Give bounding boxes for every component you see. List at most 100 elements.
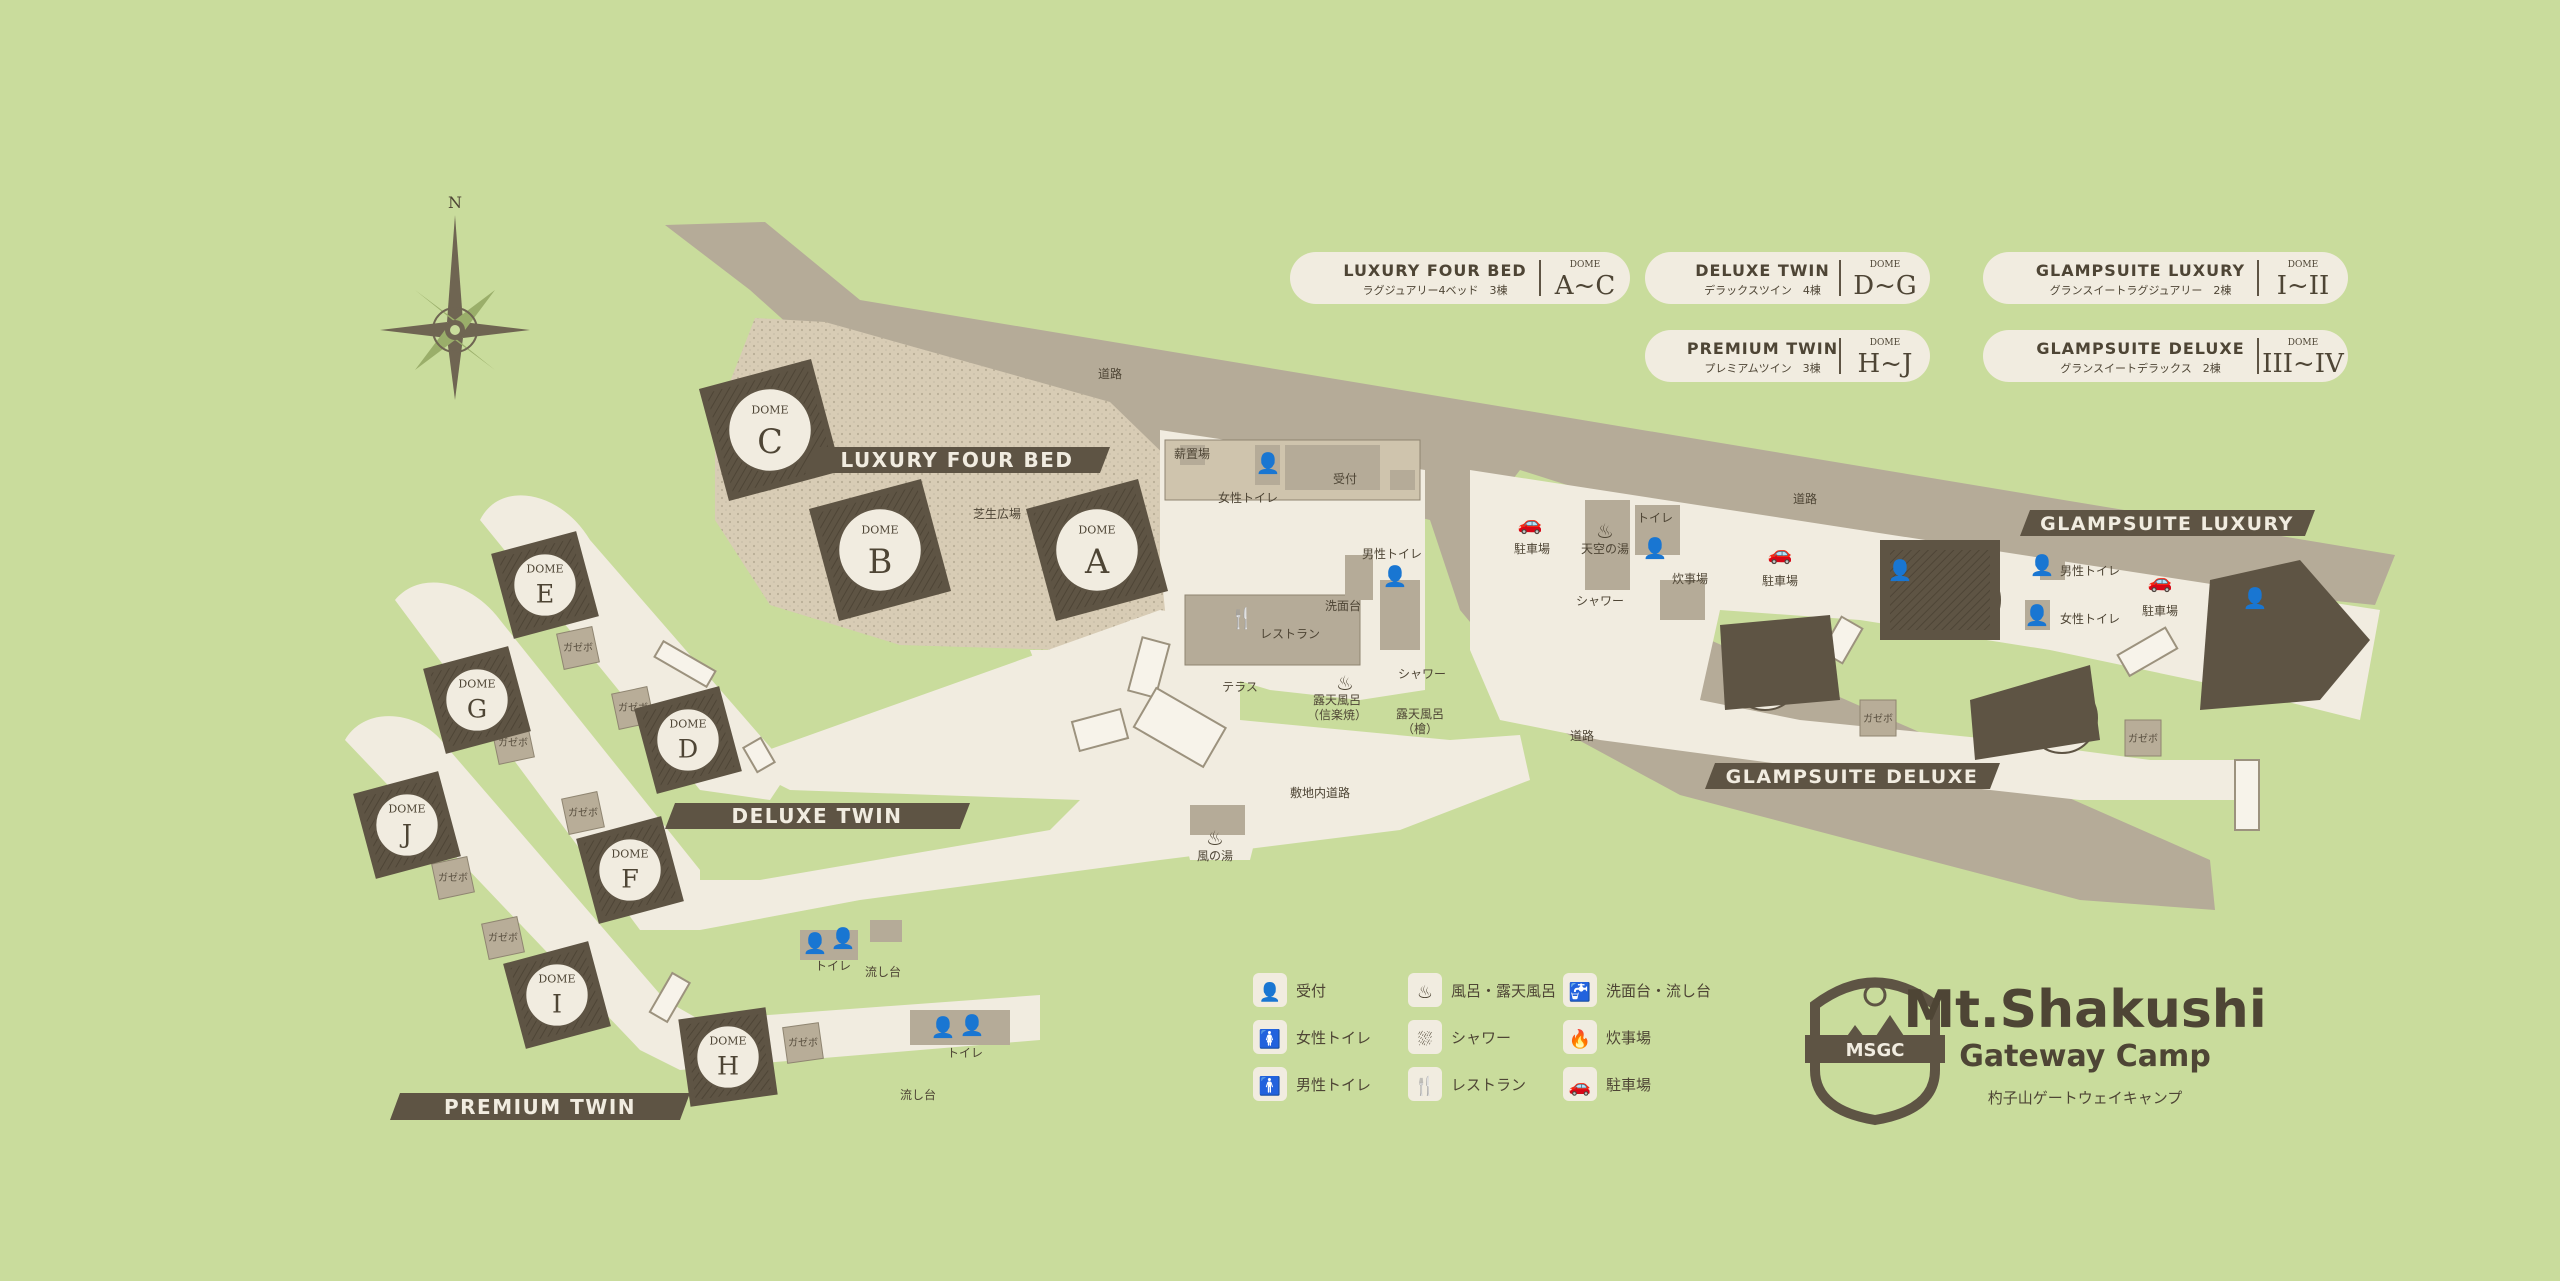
dome-letter: D bbox=[678, 733, 698, 763]
facility-legend-item: ⛆シャワー bbox=[1408, 1020, 1511, 1054]
person-icon: 👤 bbox=[2025, 603, 2050, 627]
dome-letter: H bbox=[717, 1050, 739, 1080]
hot-spring-icon: ♨ bbox=[1596, 519, 1614, 543]
dome-label: DOME bbox=[709, 1034, 746, 1047]
shower-icon: ⛆ bbox=[1418, 1029, 1432, 1050]
compass-rose: N bbox=[380, 193, 530, 400]
dome-label: DOME bbox=[526, 562, 563, 575]
logo-title-line2: Gateway Camp bbox=[1959, 1039, 2211, 1074]
dome-label: DOME bbox=[611, 847, 648, 860]
terrace-label: テラス bbox=[1222, 680, 1258, 694]
gazebo-label: ガゼボ bbox=[568, 807, 598, 819]
men-toilet-icon: 🚹 bbox=[1259, 1075, 1281, 1097]
unit-sub: ラグジュアリー4ベッド 3棟 bbox=[1362, 283, 1507, 297]
unit-name: GLAMPSUITE LUXURY bbox=[2036, 261, 2245, 280]
facility-legend-label: 風呂・露天風呂 bbox=[1451, 982, 1556, 1000]
hot-spring-icon: ♨ bbox=[1336, 671, 1354, 695]
unit-range: III~IV bbox=[2262, 349, 2345, 379]
unit-name: GLAMPSUITE DELUXE bbox=[2036, 339, 2244, 358]
dome-label: DOME bbox=[458, 677, 495, 690]
gazebo-label: ガゼボ bbox=[488, 932, 518, 944]
car-icon: 🚗 bbox=[2148, 569, 2173, 593]
dome-letter: J bbox=[399, 818, 412, 848]
facility-legend-item: ♨風呂・露天風呂 bbox=[1408, 973, 1556, 1007]
facility-legend-item: 🚺 女性トイレ bbox=[1253, 1020, 1371, 1054]
facility-legend-item: 🚰洗面台・流し台 bbox=[1563, 973, 1711, 1007]
gazebo-label: ガゼボ bbox=[498, 737, 528, 749]
parking-icon: 🚗 bbox=[1569, 1076, 1591, 1097]
facility-legend-item: 👤受付 bbox=[1253, 973, 1326, 1007]
storage-label: 薪置場 bbox=[1174, 447, 1210, 461]
sink-label: 流し台 bbox=[900, 1087, 936, 1102]
kaze-no-yu-label: 風の湯 bbox=[1197, 849, 1233, 863]
facility-legend-label: 受付 bbox=[1296, 982, 1326, 1000]
facility-legend-label: 男性トイレ bbox=[1296, 1076, 1371, 1094]
compass-north-label: N bbox=[448, 193, 462, 212]
facility-legend-item: 🚗駐車場 bbox=[1563, 1067, 1651, 1101]
person-icon: 👤 bbox=[1888, 558, 1913, 582]
unit-range: I~II bbox=[2277, 271, 2330, 301]
toilet-label: トイレ bbox=[815, 959, 851, 973]
unit-dome-label: DOME bbox=[1570, 260, 1600, 270]
dome-label: DOME bbox=[538, 972, 575, 985]
facility-legend-label: レストラン bbox=[1451, 1076, 1526, 1094]
banner-premium-twin: PREMIUM TWIN bbox=[390, 1093, 690, 1120]
banner-luxury-four-bed: LUXURY FOUR BED bbox=[805, 447, 1110, 473]
person-icon: 👤 bbox=[1256, 451, 1281, 475]
tenku-no-yu-label: 天空の湯 bbox=[1581, 542, 1629, 556]
shower-label: シャワー bbox=[1576, 594, 1624, 608]
parking-label: 駐車場 bbox=[1514, 541, 1550, 556]
buildings bbox=[800, 439, 2065, 1045]
unit-dome-label: DOME bbox=[1870, 338, 1900, 348]
toilet-label: トイレ bbox=[1637, 511, 1673, 525]
logo-title-line1: Mt.Shakushi bbox=[1903, 980, 2266, 1040]
glampsuite-buildings bbox=[1720, 540, 2370, 760]
person-icon: 👤 bbox=[1383, 564, 1408, 588]
person-icon: 👤 bbox=[931, 1015, 956, 1039]
unit-sub: デラックスツイン 4棟 bbox=[1704, 283, 1821, 297]
facility-legend-label: 女性トイレ bbox=[1296, 1029, 1371, 1047]
unit-range: H~J bbox=[1858, 349, 1913, 379]
gazebo-label: ガゼボ bbox=[1863, 713, 1893, 725]
dome-g[interactable]: DOME G bbox=[423, 646, 531, 754]
person-icon: 👤 bbox=[960, 1013, 985, 1037]
facility-legend-item: 🔥炊事場 bbox=[1563, 1020, 1651, 1054]
sink-label: 流し台 bbox=[865, 964, 901, 979]
kitchen-label: 炊事場 bbox=[1672, 572, 1708, 586]
unit-range: D~G bbox=[1853, 271, 1916, 301]
gazebo-label: ガゼボ bbox=[438, 872, 468, 884]
unit-name: DELUXE TWIN bbox=[1695, 261, 1830, 280]
logo-badge: MSGC bbox=[1846, 1040, 1905, 1061]
parking-label: 駐車場 bbox=[2142, 603, 2178, 618]
parking-label: 駐車場 bbox=[1762, 573, 1798, 588]
dome-letter: G bbox=[467, 693, 487, 723]
toilet-label: トイレ bbox=[947, 1046, 983, 1060]
unit-sub: グランスイートラグジュアリー 2棟 bbox=[2050, 283, 2232, 297]
person-icon: 👤 bbox=[2243, 586, 2268, 610]
hot-spring-icon: ♨ bbox=[1206, 826, 1224, 850]
bath-shigaraki-label: 露天風呂（信楽焼） bbox=[1307, 693, 1367, 722]
dome-h[interactable]: DOME H bbox=[678, 1007, 778, 1107]
svg-text:LUXURY FOUR BED: LUXURY FOUR BED bbox=[841, 448, 1074, 472]
bath-hinoki-label: 露天風呂（檜） bbox=[1396, 707, 1444, 736]
unit-sub: プレミアムツイン 3棟 bbox=[1704, 361, 1820, 375]
restaurant-icon: 🍴 bbox=[1414, 1075, 1436, 1097]
stairs bbox=[648, 615, 2260, 1024]
gazebo-label: ガゼボ bbox=[2128, 733, 2158, 745]
svg-text:PREMIUM TWIN: PREMIUM TWIN bbox=[444, 1095, 636, 1119]
women-toilet-icon: 🚺 bbox=[1259, 1028, 1281, 1050]
women-toilet-label: 女性トイレ bbox=[1218, 490, 1278, 505]
road-label: 道路 bbox=[1793, 491, 1817, 506]
gazebo-label: ガゼボ bbox=[788, 1037, 818, 1049]
